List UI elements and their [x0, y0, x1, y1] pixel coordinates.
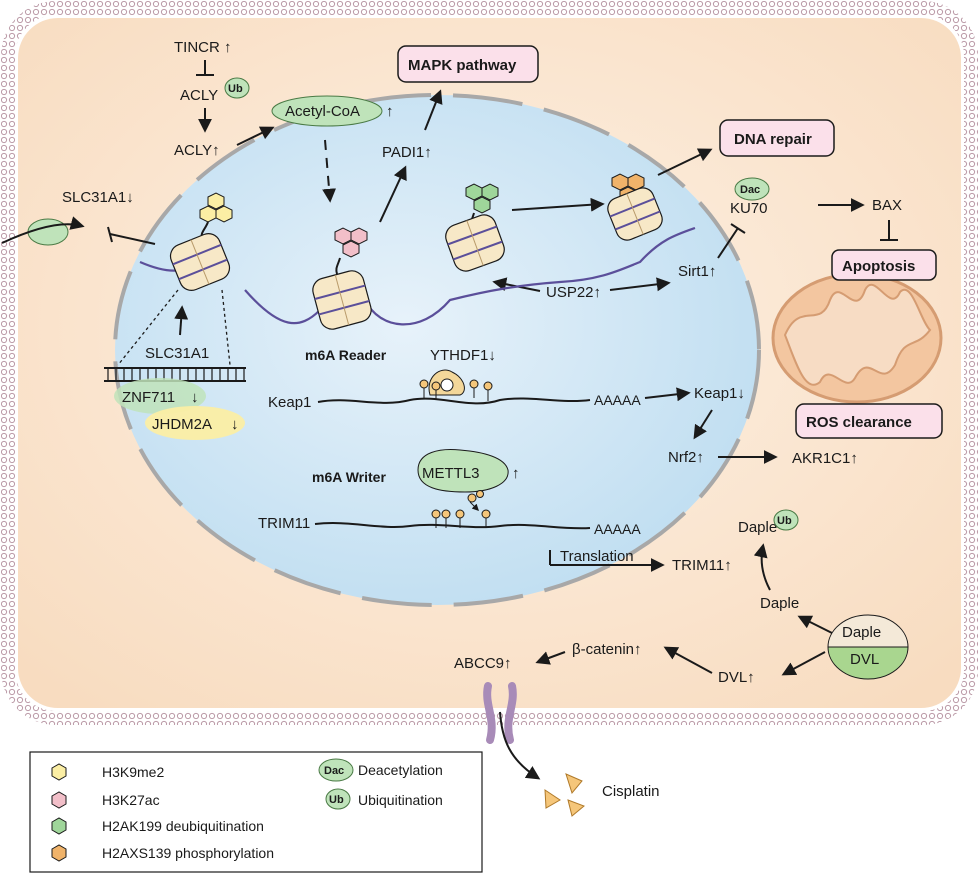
nrf2-label: Nrf2↑: [668, 449, 704, 466]
dvl-label: DVL↑: [718, 669, 755, 686]
keap1-mrna: [317, 397, 591, 405]
mapk-pathway-label: MAPK pathway: [408, 57, 517, 74]
ub-badge: [224, 77, 250, 99]
trim11-left-label: TRIM11: [258, 515, 310, 532]
b-catenin-label: β-catenin↑: [572, 641, 642, 658]
nuclear-envelope: [113, 93, 761, 607]
legend-h2ak199: H2AK199 deubiquitination: [102, 818, 264, 834]
daple-complex-label: Daple: [842, 624, 881, 641]
apoptosis-label: Apoptosis: [842, 258, 915, 275]
daple-mid-label: Daple: [760, 595, 799, 612]
translation-label: Translation: [560, 548, 634, 565]
dna-repair-box: [719, 119, 835, 157]
cisplatin-molecules: [544, 773, 585, 817]
nucleus: [115, 95, 759, 605]
acly-top-label: ACLY: [180, 87, 218, 104]
acly-label: ACLY↑: [174, 142, 220, 159]
dac-badge: [734, 177, 770, 201]
legend-h3k9me2: H3K9me2: [102, 764, 164, 780]
polya-1-label: AAAAA: [594, 392, 641, 408]
slc31a1-transporter: [27, 218, 69, 246]
legend-ubiquitination: Ubiquitination: [358, 792, 443, 808]
znf711-label: ZNF711: [122, 389, 175, 406]
mitochondrion: [771, 272, 943, 404]
polya-2-label: AAAAA: [594, 521, 641, 537]
ythdf1-label: YTHDF1↓: [430, 347, 496, 364]
jhdm2a-label: JHDM2A: [152, 416, 212, 433]
mettl3-protein: [417, 449, 509, 493]
dvl-complex-label: DVL: [850, 651, 879, 668]
abcc9-label: ABCC9↑: [454, 655, 512, 672]
daple-ub-label: Daple: [738, 519, 777, 536]
svg-text:↑: ↑: [512, 465, 520, 482]
bax-label: BAX: [872, 197, 902, 214]
trim11-mrna: [314, 522, 591, 530]
keap1-right-label: Keap1↓: [694, 385, 745, 402]
daple-dvl-complex: [827, 614, 909, 680]
usp22-label: USP22↑: [546, 284, 601, 301]
tincr-label: TINCR ↑: [174, 39, 232, 56]
svg-text:↓: ↓: [231, 416, 239, 433]
legend-deacetylation: Deacetylation: [358, 762, 443, 778]
znf711-protein: [114, 378, 206, 414]
acetyl-coa-badge: [271, 95, 383, 127]
acetyl-coa-label: Acetyl-CoA: [285, 103, 360, 120]
mettl3-label: METTL3: [422, 465, 480, 482]
slc31a1-membrane-label: SLC31A1↓: [62, 189, 134, 206]
nucleosome-1: [169, 192, 233, 291]
svg-text:Dac: Dac: [324, 765, 344, 777]
svg-text:↑: ↑: [386, 103, 394, 120]
svg-text:↓: ↓: [191, 389, 199, 406]
akr1c1-label: AKR1C1↑: [792, 450, 858, 467]
svg-text:Ub: Ub: [777, 515, 792, 527]
legend-h2axs139: H2AXS139 phosphorylation: [102, 845, 274, 861]
sirt1-label: Sirt1↑: [678, 263, 716, 280]
jhdm2a-protein: [145, 406, 245, 440]
ub-badge-daple: [773, 509, 799, 531]
dna-repair-label: DNA repair: [734, 131, 812, 148]
m6a-reader-label: m6A Reader: [305, 347, 387, 363]
svg-text:Dac: Dac: [740, 184, 760, 196]
ros-clearance-box: [795, 403, 943, 439]
apoptosis-box: [831, 249, 937, 281]
padi1-label: PADI1↑: [382, 144, 432, 161]
m6a-writer-label: m6A Writer: [312, 469, 386, 485]
mapk-pathway-box: [397, 45, 539, 83]
m6a-sites-1: [419, 379, 493, 401]
svg-text:Ub: Ub: [228, 83, 243, 95]
m6a-sites-2: [431, 490, 491, 528]
nucleosome-2: [312, 227, 372, 330]
cisplatin-label: Cisplatin: [602, 783, 660, 800]
legend-h3k27ac: H3K27ac: [102, 792, 160, 808]
ku70-label: KU70: [730, 200, 768, 217]
slc31a1-gene-label: SLC31A1: [145, 345, 209, 362]
keap1-left-label: Keap1: [268, 394, 311, 411]
nucleosome-4: [607, 173, 663, 241]
svg-text:Ub: Ub: [329, 794, 344, 806]
ros-clearance-label: ROS clearance: [806, 414, 912, 431]
trim11-right-label: TRIM11↑: [672, 557, 732, 574]
abcc9-channel: [483, 682, 517, 744]
nucleosome-3: [445, 183, 505, 272]
legend: H3K9me2 H3K27ac H2AK199 deubiquitination…: [29, 751, 483, 873]
